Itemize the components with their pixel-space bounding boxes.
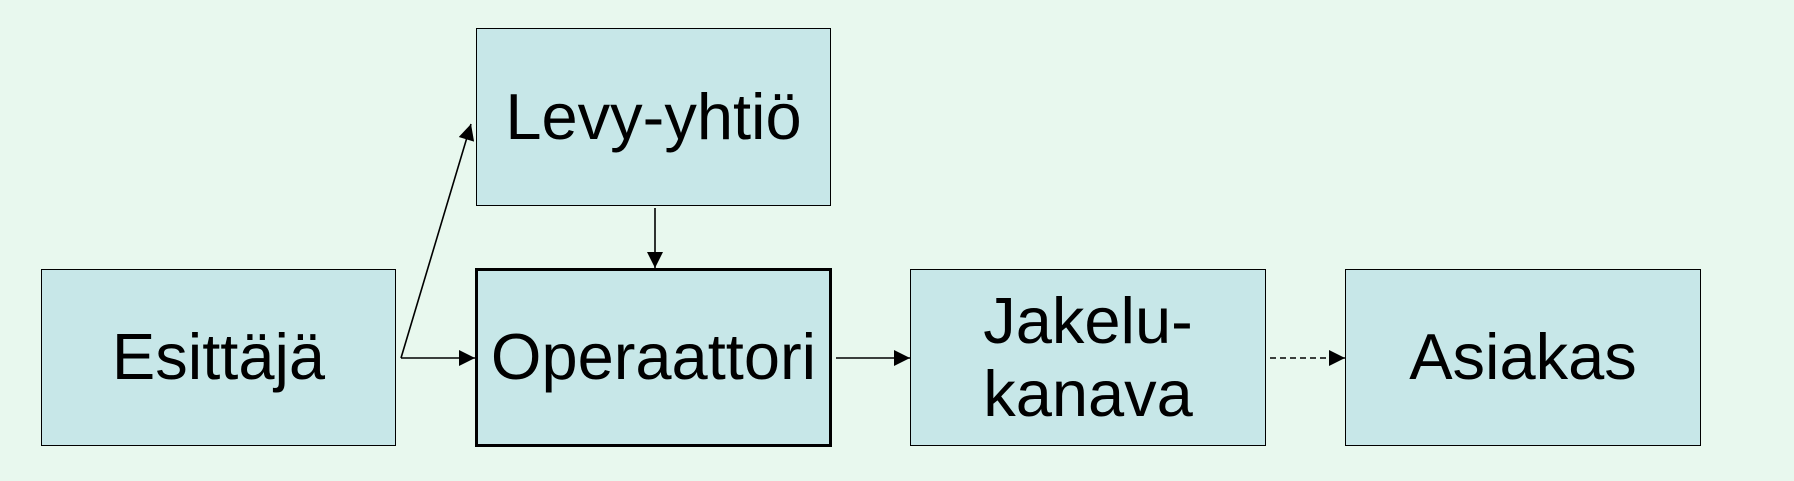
node-asiakas: Asiakas [1345, 269, 1701, 446]
node-levy-yhtio: Levy-yhtiö [476, 28, 831, 206]
node-asiakas-label: Asiakas [1409, 320, 1637, 394]
node-jakelukanava-label: Jakelu- kanava [983, 283, 1193, 430]
node-esittaja-label: Esittäjä [111, 320, 326, 394]
arrow-esittaja-to-levy-yhtio [400, 123, 475, 359]
node-operaattori: Operaattori [475, 268, 832, 447]
node-jakelukanava: Jakelu- kanava [910, 269, 1266, 446]
node-levy-yhtio-label: Levy-yhtiö [505, 79, 802, 153]
node-esittaja: Esittäjä [41, 269, 396, 446]
node-operaattori-label: Operaattori [490, 320, 817, 394]
